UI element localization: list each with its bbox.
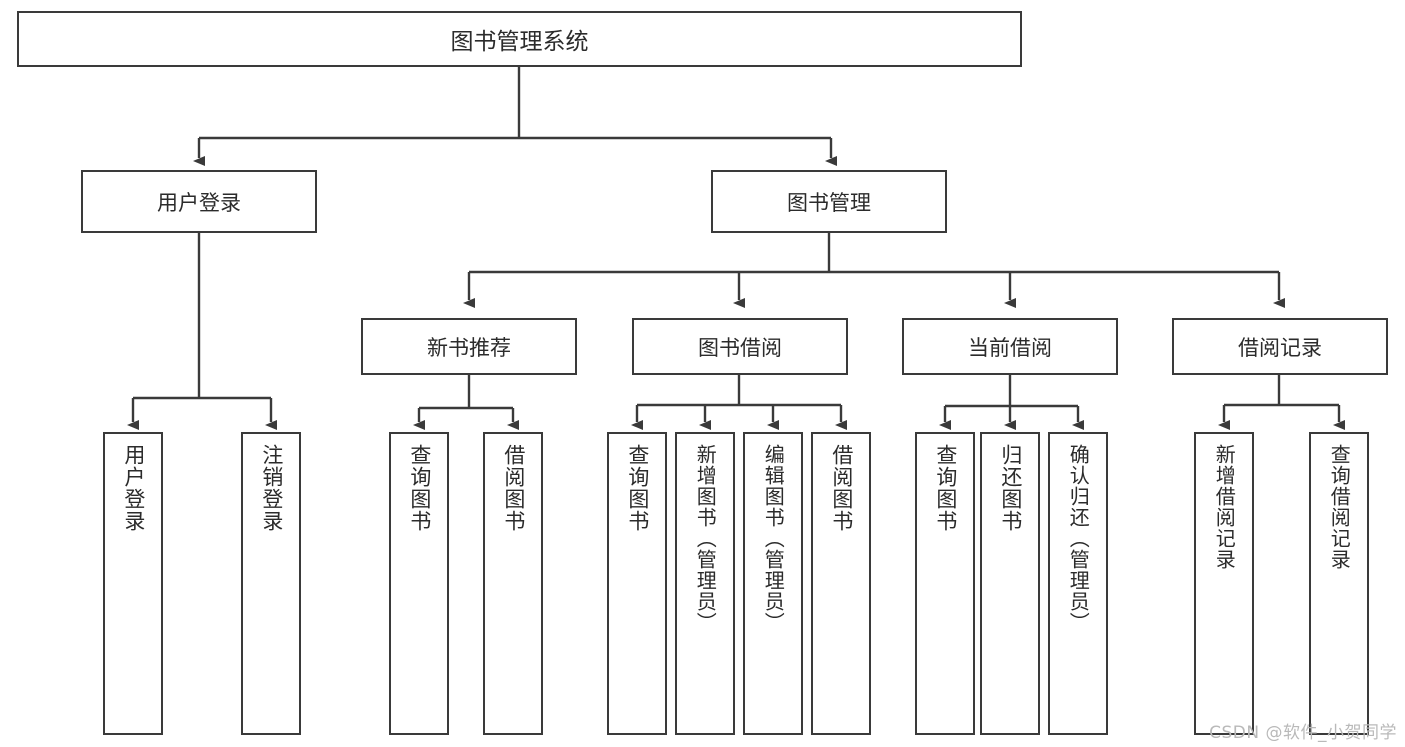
leaf-current-confirm-return-admin[interactable]: 确认归还（管理员）	[1048, 432, 1108, 735]
node-current-borrow[interactable]: 当前借阅	[902, 318, 1118, 375]
node-label: 借阅图书	[501, 444, 526, 532]
node-label: 查询图书	[625, 444, 650, 532]
node-label: 确认归还（管理员）	[1066, 444, 1091, 633]
leaf-borrow-query-book[interactable]: 查询图书	[607, 432, 667, 735]
node-label: 图书借阅	[698, 335, 782, 360]
leaf-record-query-record[interactable]: 查询借阅记录	[1309, 432, 1369, 735]
node-label: 归还图书	[998, 444, 1023, 532]
leaf-record-add-record[interactable]: 新增借阅记录	[1194, 432, 1254, 735]
leaf-borrow-edit-book-admin[interactable]: 编辑图书（管理员）	[743, 432, 803, 735]
node-label: 新增图书（管理员）	[693, 444, 718, 633]
node-user-login[interactable]: 用户登录	[81, 170, 317, 233]
leaf-user-login-logout[interactable]: 注销登录	[241, 432, 301, 735]
node-label: 注销登录	[259, 444, 284, 532]
node-label: 用户登录	[157, 190, 241, 215]
node-label: 查询图书	[407, 444, 432, 532]
node-label: 借阅图书	[829, 444, 854, 532]
node-label: 新增借阅记录	[1212, 444, 1237, 570]
node-label: 编辑图书（管理员）	[761, 444, 786, 633]
leaf-user-login-login[interactable]: 用户登录	[103, 432, 163, 735]
node-label: 查询借阅记录	[1327, 444, 1352, 570]
node-book-borrow[interactable]: 图书借阅	[632, 318, 848, 375]
leaf-new-book-borrow[interactable]: 借阅图书	[483, 432, 543, 735]
node-label: 借阅记录	[1238, 335, 1322, 360]
node-borrow-record[interactable]: 借阅记录	[1172, 318, 1388, 375]
leaf-current-query-book[interactable]: 查询图书	[915, 432, 975, 735]
leaf-current-return-book[interactable]: 归还图书	[980, 432, 1040, 735]
node-label: 用户登录	[121, 444, 146, 532]
csdn-watermark: CSDN @软件_小贺同学	[1209, 723, 1397, 743]
node-label: 图书管理系统	[450, 29, 589, 55]
node-label: 新书推荐	[427, 335, 511, 360]
node-book-management[interactable]: 图书管理	[711, 170, 947, 233]
leaf-borrow-add-book-admin[interactable]: 新增图书（管理员）	[675, 432, 735, 735]
leaf-borrow-borrow-book[interactable]: 借阅图书	[811, 432, 871, 735]
node-root-system[interactable]: 图书管理系统	[17, 11, 1022, 67]
node-label: 查询图书	[933, 444, 958, 532]
leaf-new-book-query[interactable]: 查询图书	[389, 432, 449, 735]
node-label: 当前借阅	[968, 335, 1052, 360]
node-label: 图书管理	[787, 190, 871, 215]
node-new-book-recommend[interactable]: 新书推荐	[361, 318, 577, 375]
